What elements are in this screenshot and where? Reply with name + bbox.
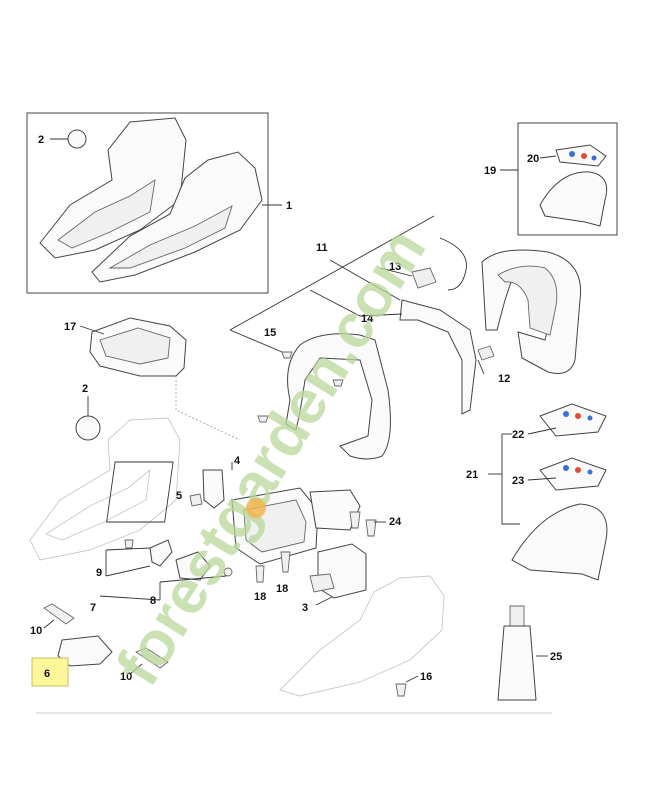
lower-housing-ghost: 2 <box>29 383 445 697</box>
callout-15: 15 <box>264 327 276 339</box>
callout-14: 14 <box>361 313 374 325</box>
housing-box: 2 1 <box>26 112 292 294</box>
callout-22: 22 <box>512 429 524 441</box>
handle-assembly: 11 13 14 15 12 <box>229 215 582 460</box>
cover-17: 17 <box>64 317 241 441</box>
callout-11: 11 <box>316 242 328 254</box>
callout-12-right: 12 <box>498 373 510 385</box>
shield-box: 20 19 <box>484 122 618 236</box>
lever-3: 3 <box>302 543 367 614</box>
callout-24: 24 <box>389 516 402 528</box>
callout-10-left: 10 <box>30 625 42 637</box>
callout-2-lower: 2 <box>82 383 88 395</box>
callout-9: 9 <box>96 567 102 579</box>
callout-21: 21 <box>466 469 478 481</box>
callout-18-b: 18 <box>254 591 266 603</box>
watermark-star <box>246 498 266 518</box>
callout-1: 1 <box>286 200 292 212</box>
callout-18-a: 18 <box>276 583 288 595</box>
screw-16: 16 <box>395 671 432 697</box>
grease-tube-25: 25 <box>497 605 562 701</box>
callout-13: 13 <box>389 261 401 273</box>
callout-5: 5 <box>176 490 182 502</box>
watermark: forestgarden.com <box>103 217 439 698</box>
callout-4: 4 <box>234 455 241 467</box>
callout-6: 6 <box>44 668 50 680</box>
callout-16: 16 <box>420 671 432 683</box>
callout-25: 25 <box>550 651 562 663</box>
watermark-text: forestgarden.com <box>103 217 439 698</box>
callout-3: 3 <box>302 602 308 614</box>
callout-20: 20 <box>527 153 539 165</box>
callout-8: 8 <box>150 595 156 607</box>
small-parts: 10 10 6 <box>30 603 169 687</box>
shield-set: 21 22 23 <box>466 403 608 581</box>
callout-6-highlight <box>31 657 69 687</box>
callout-10-right: 10 <box>120 671 132 683</box>
trigger-parts: 9 7 8 <box>90 539 233 614</box>
callout-7: 7 <box>90 602 96 614</box>
callout-17: 17 <box>64 321 76 333</box>
callout-2-top: 2 <box>38 134 44 146</box>
callout-23: 23 <box>512 475 524 487</box>
callout-19: 19 <box>484 165 496 177</box>
cover-disc <box>67 129 87 149</box>
